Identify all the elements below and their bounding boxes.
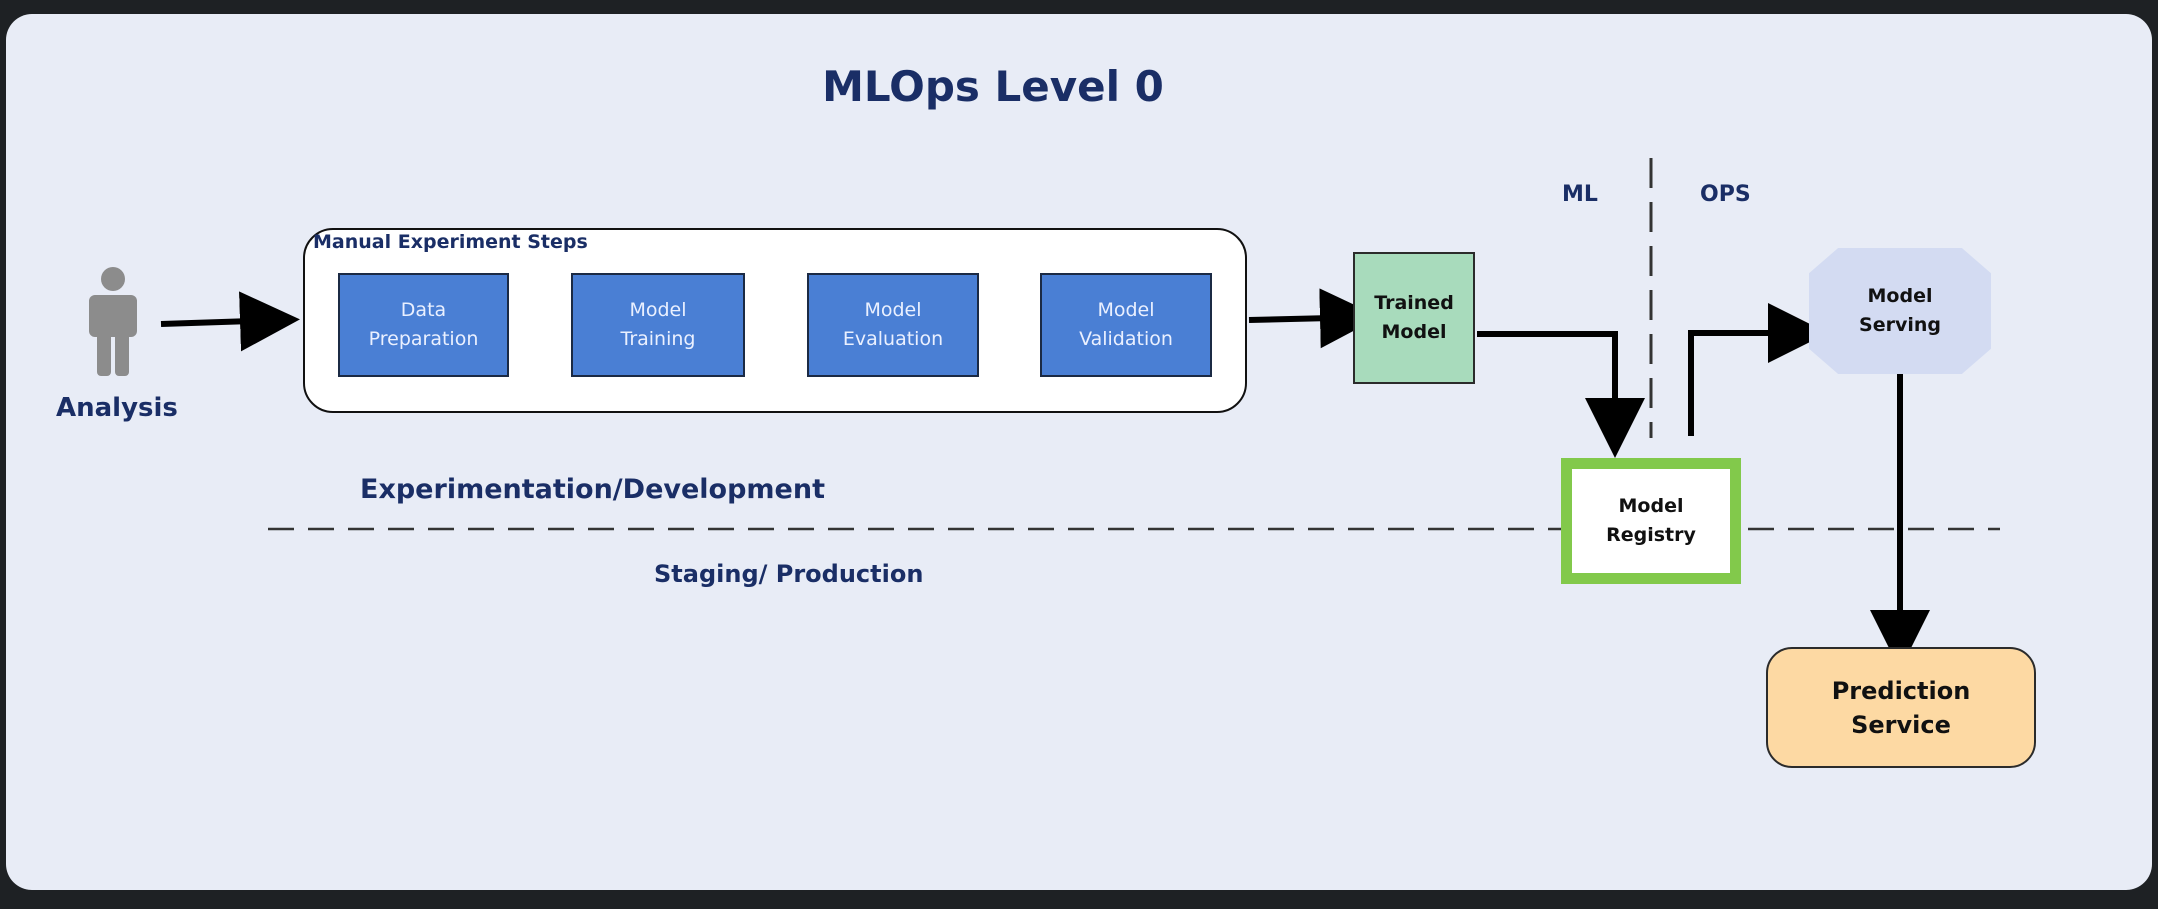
arrow-registry-to-serving bbox=[1688, 303, 1828, 436]
arrow-analysis-to-steps bbox=[160, 291, 300, 352]
zone-label-experimentation: Experimentation/Development bbox=[360, 474, 825, 505]
zone-label-ml: ML bbox=[1562, 182, 1598, 207]
analysis-label: Analysis bbox=[56, 393, 178, 423]
arrow-trained-model-to-registry bbox=[1477, 331, 1645, 458]
group-label: Manual Experiment Steps bbox=[313, 231, 588, 253]
zone-label-staging: Staging/ Production bbox=[654, 560, 924, 588]
person-icon bbox=[89, 267, 137, 376]
arrow-steps-to-trained-model bbox=[1248, 288, 1380, 349]
zone-label-ops: OPS bbox=[1700, 182, 1751, 207]
diagram-title: MLOps Level 0 bbox=[822, 62, 1164, 111]
